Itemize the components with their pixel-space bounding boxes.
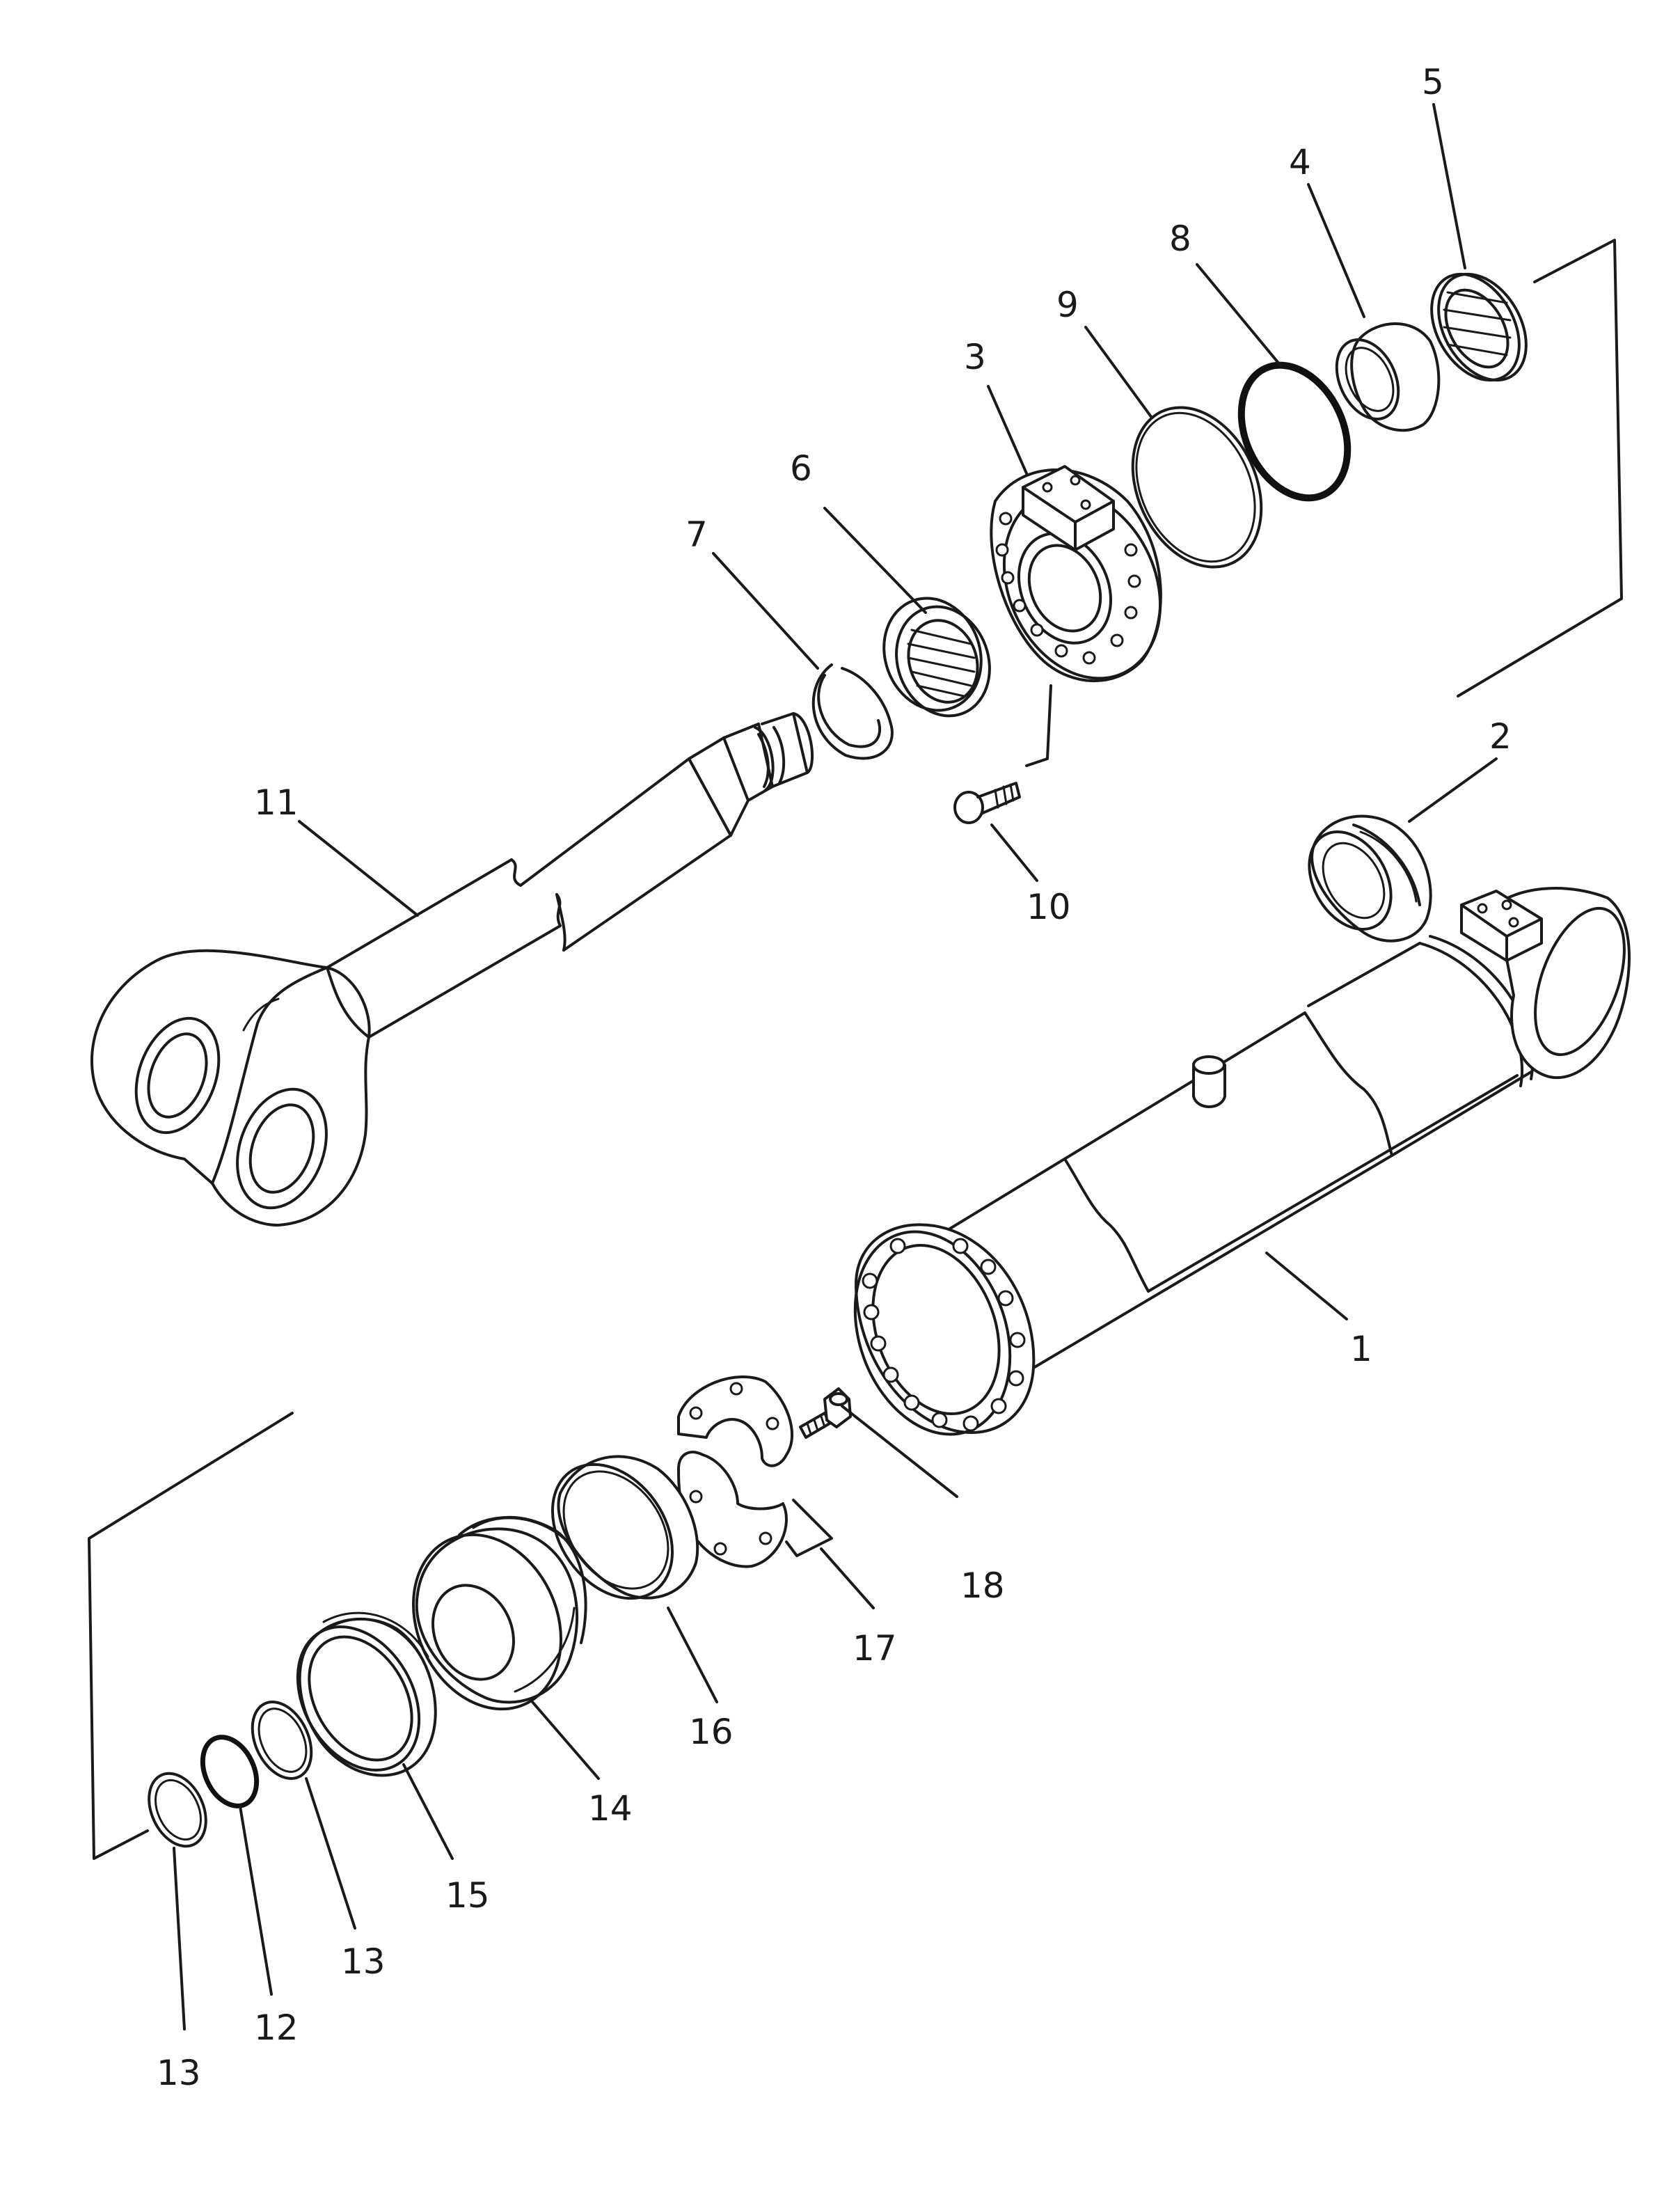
label-2: 2	[1489, 716, 1512, 757]
bearing	[882, 597, 991, 718]
bushing	[1335, 322, 1441, 432]
label-15: 15	[445, 1875, 490, 1916]
label-14: 14	[588, 1788, 633, 1829]
piston-seal	[296, 1611, 437, 1777]
label-7: 7	[686, 514, 708, 555]
label-5: 5	[1422, 62, 1444, 102]
label-13-lower: 13	[157, 2053, 201, 2093]
label-8: 8	[1169, 219, 1191, 259]
label-3: 3	[964, 337, 986, 377]
label-10: 10	[1027, 887, 1071, 927]
backup-ring	[1237, 361, 1352, 502]
label-6: 6	[790, 448, 812, 489]
label-17: 17	[853, 1628, 897, 1669]
bottom-bushing	[1308, 814, 1432, 943]
upper-group-bracket	[1457, 239, 1623, 697]
retainer-halves	[677, 1375, 833, 1568]
bolt-retainer	[799, 1387, 852, 1439]
cylinder-tube	[853, 887, 1631, 1436]
cylinder-head	[990, 465, 1162, 767]
o-ring-small	[200, 1735, 260, 1808]
label-11: 11	[254, 782, 299, 823]
leader-lines	[173, 103, 1498, 2031]
label-18: 18	[960, 1566, 1005, 1606]
ring-lower	[148, 1772, 207, 1848]
piston-rod	[90, 712, 814, 1227]
bolt-head-mount	[953, 782, 1021, 824]
label-12: 12	[254, 2008, 299, 2048]
snap-ring	[811, 663, 894, 760]
ring-upper	[251, 1701, 313, 1780]
part-labels: 5 4 8 9 3 6 7 11 10 2 1 18 17 16 14 15 1…	[157, 62, 1512, 2093]
label-1: 1	[1350, 1329, 1372, 1369]
o-ring-large	[1131, 406, 1263, 569]
label-16: 16	[689, 1712, 734, 1752]
dust-seal	[1430, 272, 1528, 382]
lower-group-bracket	[88, 1412, 294, 1860]
piston	[412, 1515, 587, 1711]
label-4: 4	[1289, 142, 1311, 182]
label-9: 9	[1056, 285, 1079, 325]
wear-ring	[550, 1455, 699, 1600]
label-13-upper: 13	[341, 1941, 386, 1982]
